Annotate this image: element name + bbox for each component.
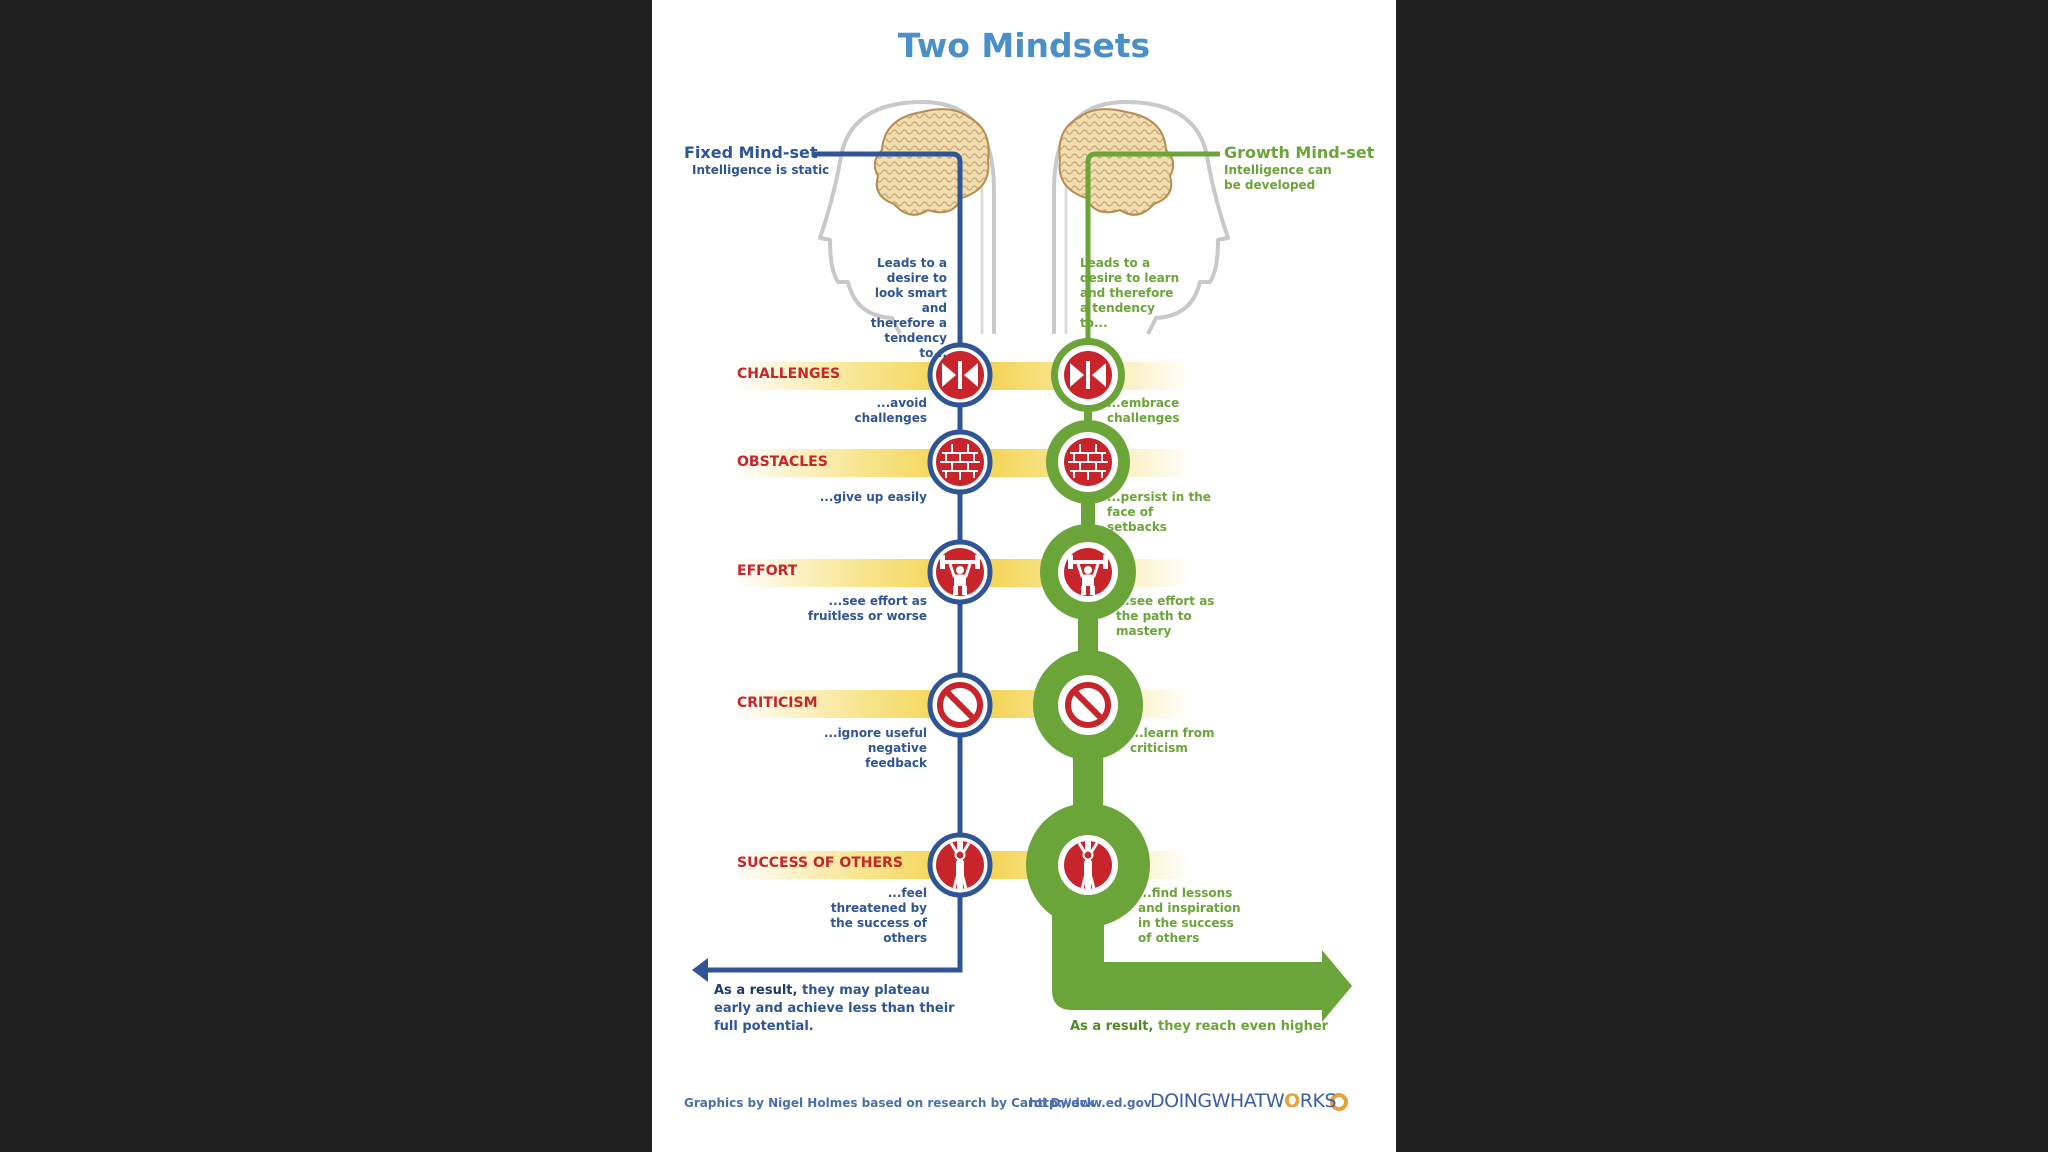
fixed-result-arrowhead [692, 958, 708, 982]
fixed-no-sign-icon [936, 681, 984, 729]
growth-response-obstacles: ...persist in the face of setbacks [1107, 490, 1211, 534]
fixed-response-obstacles: ...give up easily [819, 490, 927, 504]
growth-mindset-heading: Growth Mind-set [1224, 143, 1375, 162]
fixed-response-challenges: ...avoid challenges [854, 396, 927, 425]
category-label-success-of-others: SUCCESS OF OTHERS [737, 855, 903, 871]
logo-text-part1: DOINGWHATW [1150, 1090, 1285, 1112]
growth-response-challenges: ...embrace challenges [1107, 396, 1180, 425]
growth-winner-icon [1062, 839, 1114, 891]
category-label-criticism: CRITICISM [737, 695, 818, 711]
growth-brick-wall-icon [1063, 437, 1113, 487]
fixed-brain-icon [873, 108, 990, 216]
fixed-weightlifter-icon [934, 546, 986, 598]
doingwhatworks-logo: DOINGWHATWORKS [1150, 1090, 1337, 1112]
growth-response-criticism: ...learn from criticism [1130, 726, 1215, 755]
fixed-winner-icon [934, 839, 986, 891]
fixed-mindset-heading: Fixed Mind-set [684, 143, 818, 162]
footer-url[interactable]: http://dww.ed.gov [1029, 1096, 1152, 1110]
growth-result-arrow [1052, 865, 1352, 1022]
logo-swirl-icon [1330, 1093, 1348, 1111]
category-label-effort: EFFORT [737, 563, 798, 579]
fixed-result-text: As a result, they may plateau early and … [714, 982, 964, 1036]
logo-text-o: O [1284, 1090, 1300, 1112]
fixed-mindset-subheading: Intelligence is static [692, 163, 830, 177]
growth-result-bold: As a result, [1070, 1019, 1154, 1034]
fixed-brick-wall-icon [935, 437, 985, 487]
fixed-response-effort: ...see effort as fruitless or worse [807, 594, 927, 623]
page-title: Two Mindsets [897, 26, 1151, 65]
fixed-result-bold: As a result, [714, 983, 798, 998]
logo-text-part2: RKS [1299, 1090, 1337, 1112]
growth-result-text: As a result, they reach even higher [1070, 1018, 1370, 1036]
category-label-obstacles: OBSTACLES [737, 454, 828, 470]
fixed-result-body: they may plateau early and achieve less … [714, 983, 955, 1034]
growth-leads-to-text: Leads to a desire to learn and therefore… [1080, 256, 1180, 330]
fixed-leads-to-text: Leads to a desire to look smart and ther… [870, 256, 947, 360]
growth-response-success-of-others: ...find lessons and inspiration in the s… [1138, 886, 1241, 945]
fixed-response-success-of-others: ...feel threatened by the success of oth… [830, 886, 927, 945]
growth-weightlifter-icon [1062, 546, 1114, 598]
mindsets-poster: Two Mindsets Fixed Mind-set Intelligence… [652, 0, 1396, 1152]
growth-response-effort: ...see effort as the path to mastery [1116, 594, 1215, 638]
category-label-challenges: CHALLENGES [737, 366, 841, 382]
footer-credit: Graphics by Nigel Holmes based on resear… [684, 1096, 1095, 1110]
growth-no-sign-icon [1064, 681, 1112, 729]
growth-challenge-arrows-icon [1064, 351, 1112, 399]
growth-brain-icon [1058, 108, 1175, 216]
diagram-graphics [692, 100, 1352, 1111]
growth-mindset-subheading: Intelligence can be developed [1224, 163, 1332, 192]
growth-result-body: they reach even higher [1157, 1019, 1329, 1034]
fixed-response-criticism: ...ignore useful negative feedback [823, 726, 927, 770]
